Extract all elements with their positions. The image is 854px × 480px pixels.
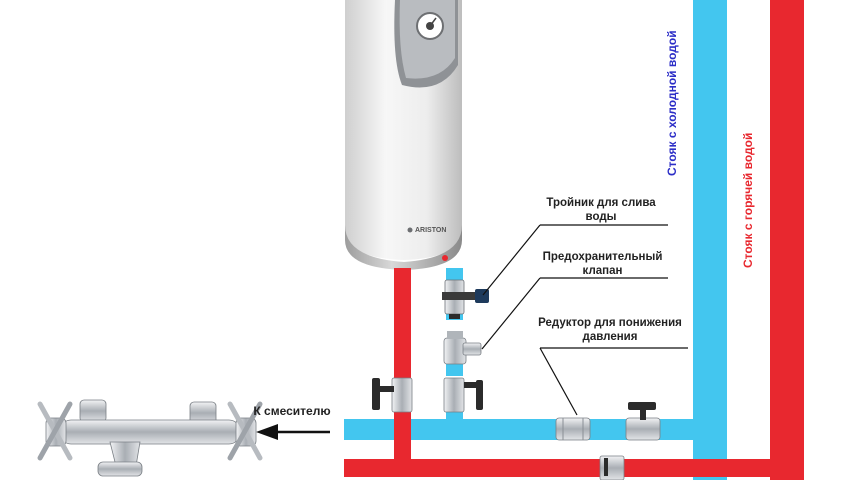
hot-water-main-pipe xyxy=(344,459,770,477)
label-to-mixer: К смесителю xyxy=(253,404,331,418)
heater-hot-outlet-pipe xyxy=(394,268,411,459)
label-hot-riser: Стояк с горячей водой xyxy=(741,132,755,268)
ball-valve-icon xyxy=(372,377,413,413)
cold-water-main-pipe xyxy=(344,419,693,440)
ball-valve-icon xyxy=(443,377,483,413)
label-tee-drain: Тройник для слива воды xyxy=(546,197,656,223)
pressure-reducer-icon xyxy=(555,417,591,441)
safety-valve-icon xyxy=(443,331,482,365)
ball-valve-icon xyxy=(599,455,625,480)
water-heater-icon: ARISTON xyxy=(345,0,462,270)
shower-mixer-icon xyxy=(37,399,263,477)
heater-cold-inlet-pipe xyxy=(446,268,463,280)
tee-fitting-icon xyxy=(442,279,489,319)
pointer-lines xyxy=(481,224,688,416)
label-safety-valve: Предохранительный клапан xyxy=(542,251,663,277)
label-pressure-reducer: Редуктор для понижения давления xyxy=(538,317,682,343)
hot-riser-pipe xyxy=(770,0,804,480)
cold-riser-pipe xyxy=(693,0,727,480)
label-cold-riser: Стояк с холодной водой xyxy=(665,30,679,176)
heater-indicator-light xyxy=(442,255,448,261)
arrow-left-icon xyxy=(256,424,330,440)
thermostat-dial-icon xyxy=(416,12,444,40)
ball-valve-icon xyxy=(625,402,661,441)
brand-logo: ARISTON xyxy=(415,227,446,234)
